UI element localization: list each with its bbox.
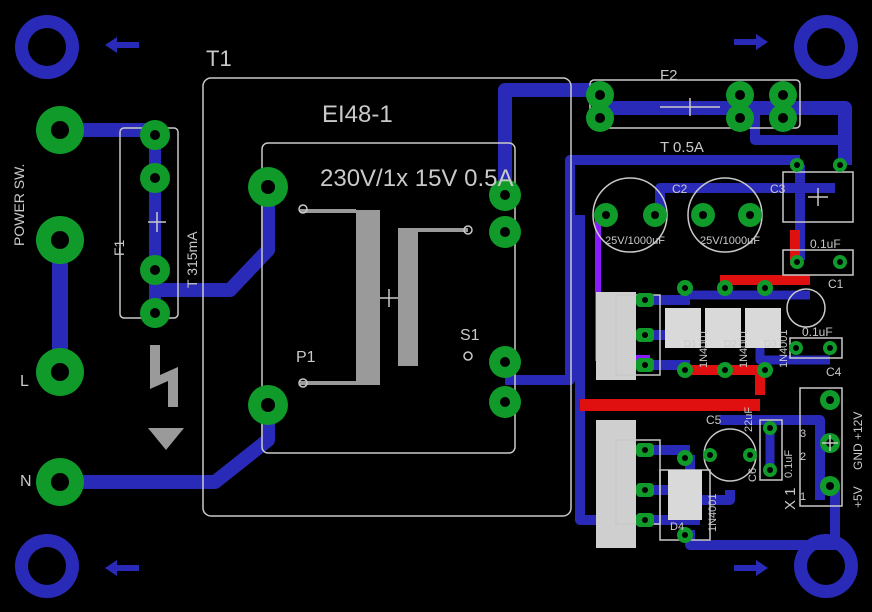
arrow-left-icon — [105, 560, 139, 576]
pad-power-sw-bottom — [36, 216, 84, 264]
arrow-left-icon — [105, 37, 139, 53]
c5-label: C5 — [706, 413, 722, 427]
l-label: L — [20, 373, 29, 390]
c4-label: C4 — [826, 365, 842, 379]
pad-power-sw-top — [36, 106, 84, 154]
transformer-core — [300, 209, 468, 385]
pin-3-label: 3 — [800, 428, 806, 440]
n-label: N — [20, 473, 32, 490]
c3-value: 0.1uF — [810, 237, 841, 251]
pads-large — [36, 106, 288, 506]
s1-label: S1 — [460, 327, 480, 344]
f2-rating-label: T 0.5A — [660, 139, 704, 156]
d2-part-label: 1N4001 — [738, 329, 750, 368]
f1-rating-label: T 315mA — [184, 231, 200, 288]
d2-label: D2 — [724, 339, 737, 350]
gnd-12v-label: GND +12V — [851, 412, 865, 470]
power-switch-label: POWER SW. — [11, 164, 27, 246]
d1-label: D1 — [684, 339, 697, 350]
pin-1-label: 1 — [800, 491, 806, 503]
d3-label: D3 — [764, 339, 777, 350]
fuse-symbols — [148, 98, 838, 451]
arrow-right-icon — [734, 34, 768, 50]
t1-label: T1 — [206, 46, 232, 71]
pads-medium — [140, 81, 797, 418]
plus5v-label: +5V — [851, 486, 865, 508]
pad-p1-top — [248, 167, 288, 207]
transformer-center-mark — [380, 289, 398, 307]
f2-label: F2 — [660, 67, 678, 84]
mounting-hole-tr — [794, 15, 858, 79]
diode-bodies — [665, 308, 781, 520]
transformer-rating-label: 230V/1x 15V 0.5A — [320, 165, 513, 192]
c3-label: C3 — [770, 182, 786, 196]
d3-part-label: 1N4001 — [778, 329, 790, 368]
pad-p1-bottom — [248, 385, 288, 425]
f1-label: F1 — [111, 239, 127, 256]
cap-value-b: 25V/1000uF — [700, 235, 760, 247]
transformer-model-label: EI48-1 — [322, 101, 393, 128]
c6-value: 0.1uF — [783, 450, 795, 478]
c1-value: 0.1uF — [802, 325, 833, 339]
c6-label: C6 — [747, 468, 759, 482]
mounting-hole-tl — [15, 15, 79, 79]
mounting-hole-bl — [15, 534, 79, 598]
cap-value-a: 25V/1000uF — [605, 235, 665, 247]
x1-label: X 1 — [782, 487, 799, 510]
pad-n — [36, 458, 84, 506]
p1-label: P1 — [296, 349, 316, 366]
d4-label: D4 — [670, 521, 684, 533]
transformer-pins — [298, 204, 473, 388]
pin-2-label: 2 — [800, 451, 806, 463]
c5-value: 22uF — [743, 407, 755, 432]
arrow-right-icon — [734, 560, 768, 576]
d4-part-label: 1N4001 — [707, 493, 719, 532]
c1-label: C1 — [828, 277, 844, 291]
hazard-arrow-icon — [148, 345, 184, 450]
c2-label: C2 — [672, 182, 688, 196]
d1-part-label: 1N4001 — [698, 329, 710, 368]
pad-l — [36, 348, 84, 396]
